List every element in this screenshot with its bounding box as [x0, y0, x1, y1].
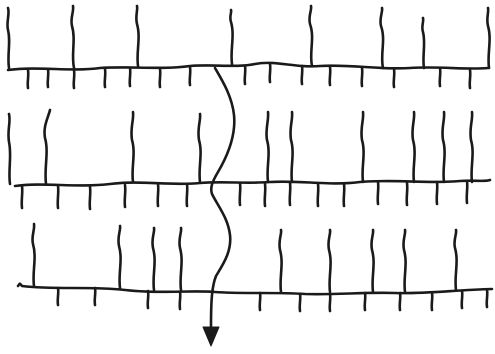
tick-bottom-6 [300, 294, 301, 311]
up-line-bottom-6 [328, 230, 330, 292]
up-line-top-5 [309, 6, 312, 66]
band-line-top [8, 63, 488, 70]
up-line-middle-1 [8, 114, 10, 184]
tick-middle-7 [240, 183, 241, 205]
up-line-top-1 [7, 8, 9, 68]
tick-bottom-5 [260, 293, 261, 310]
up-line-middle-10 [470, 112, 472, 182]
tick-bottom-9 [400, 293, 401, 310]
tick-bottom-12 [487, 290, 488, 307]
crossing-line [211, 68, 234, 326]
tick-bottom-4 [180, 292, 181, 309]
tick-top-13 [394, 69, 395, 87]
tick-middle-12 [378, 182, 379, 204]
tick-bottom-11 [462, 291, 463, 308]
tick-top-11 [330, 67, 331, 85]
tick-top-12 [362, 68, 363, 86]
tick-middle-13 [407, 183, 408, 205]
up-line-middle-8 [412, 112, 414, 182]
tick-bottom-8 [365, 293, 366, 310]
tick-top-7 [190, 67, 191, 85]
up-line-middle-5 [266, 112, 268, 182]
up-line-middle-7 [361, 112, 363, 182]
tick-middle-11 [344, 184, 345, 206]
tick-middle-5 [158, 184, 159, 206]
tick-top-4 [105, 69, 106, 87]
band-line-middle [15, 180, 490, 186]
tick-middle-2 [58, 186, 59, 208]
up-line-bottom-8 [403, 230, 405, 292]
up-line-bottom-3 [152, 228, 154, 290]
up-line-top-3 [136, 6, 138, 66]
tick-top-8 [245, 66, 246, 84]
tick-middle-6 [187, 184, 188, 206]
up-line-middle-9 [442, 112, 444, 182]
band-line-bottom [18, 284, 492, 295]
up-line-bottom-9 [454, 230, 456, 290]
up-line-top-6 [380, 8, 383, 68]
tick-bottom-7 [330, 294, 331, 311]
tick-top-10 [302, 66, 303, 84]
up-line-bottom-1 [32, 224, 34, 286]
tick-middle-8 [265, 184, 266, 206]
tick-bottom-10 [432, 293, 433, 310]
up-line-bottom-4 [179, 228, 181, 290]
up-line-middle-4 [198, 114, 200, 182]
tick-top-14 [440, 68, 441, 86]
up-line-top-8 [487, 8, 489, 68]
tick-middle-10 [318, 184, 319, 206]
tick-bottom-1 [58, 288, 59, 305]
up-line-top-2 [71, 6, 74, 68]
up-line-top-7 [422, 18, 424, 68]
up-line-middle-3 [131, 112, 133, 182]
arrowhead-down-icon [203, 327, 219, 346]
tick-middle-3 [90, 187, 91, 209]
tick-top-15 [470, 70, 471, 88]
up-line-bottom-5 [279, 230, 281, 292]
up-line-top-4 [230, 10, 232, 64]
tick-middle-14 [437, 182, 438, 204]
up-line-middle-2 [45, 110, 50, 184]
tick-top-3 [74, 70, 75, 88]
up-line-bottom-2 [118, 226, 120, 288]
tick-bottom-2 [95, 288, 96, 305]
tick-top-1 [28, 70, 29, 88]
tick-middle-4 [125, 185, 126, 207]
tick-top-9 [270, 64, 271, 82]
tick-middle-1 [22, 186, 23, 208]
tick-top-5 [130, 68, 131, 86]
tick-middle-15 [467, 181, 468, 203]
tick-bottom-3 [148, 291, 149, 308]
tick-middle-9 [290, 183, 291, 205]
up-line-middle-6 [290, 112, 292, 182]
tick-top-6 [160, 69, 161, 87]
up-line-bottom-7 [371, 230, 373, 292]
tick-top-2 [48, 69, 49, 87]
